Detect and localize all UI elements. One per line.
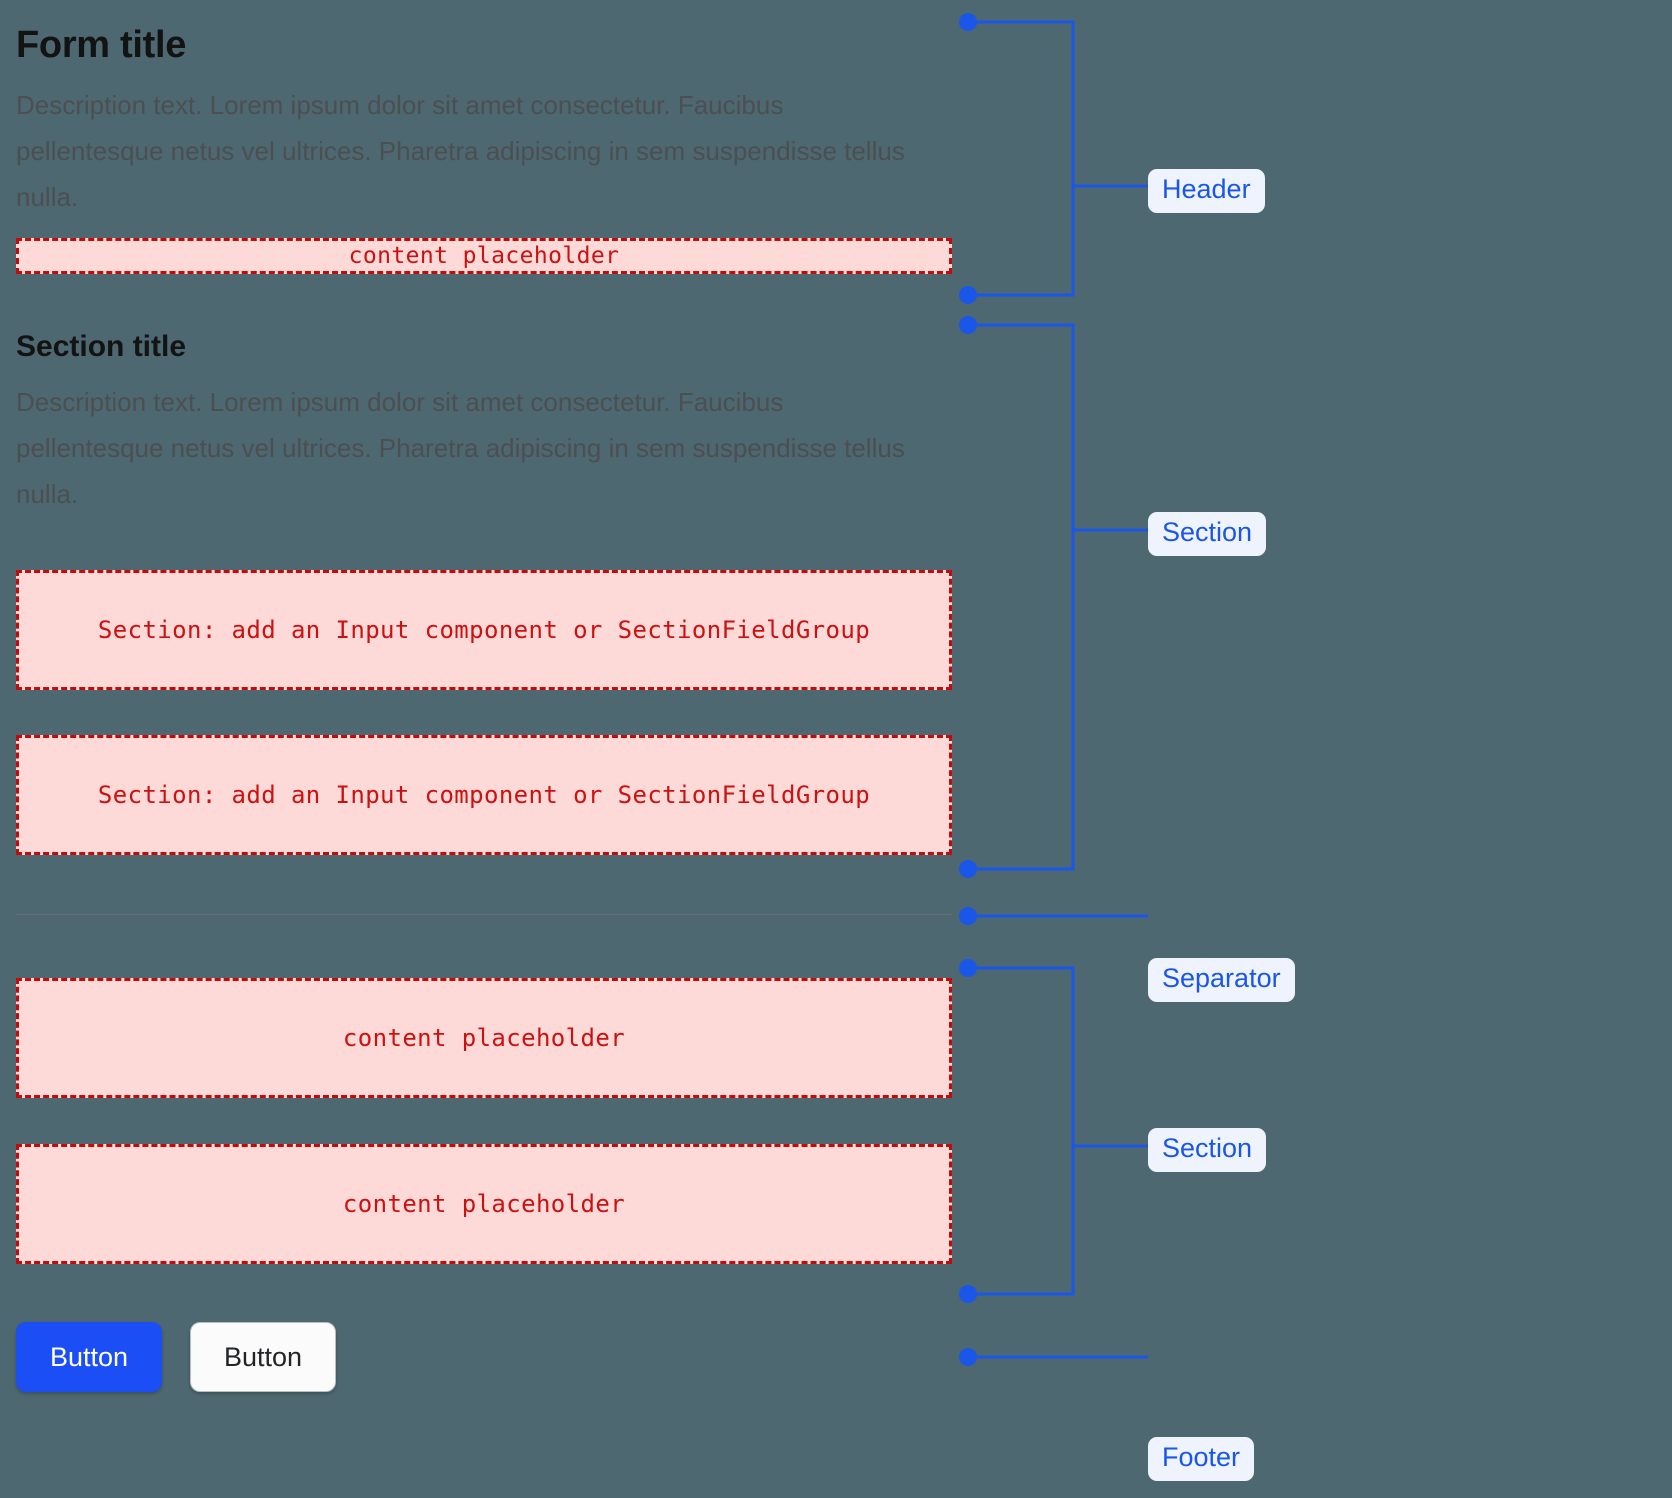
anchor-dot-section2-bottom (959, 1285, 977, 1303)
anchor-dot-header-top (959, 13, 977, 31)
anchor-dot-separator (959, 907, 977, 925)
section2-content-placeholder-1: content placeholder (16, 978, 952, 1098)
annotation-dots (959, 13, 977, 1366)
section-title: Section title (16, 330, 187, 363)
annotation-label-header: Header (1148, 169, 1265, 213)
annotation-label-section-2: Section (1148, 1128, 1267, 1172)
annotation-label-footer: Footer (1148, 1437, 1255, 1481)
anchor-dot-header-bottom (959, 286, 977, 304)
section2-bracket (968, 966, 1075, 1296)
page-title: Form title (16, 24, 187, 66)
section-description: Description text. Lorem ipsum dolor sit … (16, 386, 905, 509)
form-container: Form title Description text. Lorem ipsum… (16, 0, 952, 220)
section-field-placeholder-2: Section: add an Input component or Secti… (16, 735, 952, 855)
section2-content-placeholder-2: content placeholder (16, 1144, 952, 1264)
section-container: Section title Description text. Lorem ip… (16, 330, 952, 517)
anchor-dot-footer (959, 1348, 977, 1366)
annotation-label-separator: Separator (1148, 958, 1295, 1002)
annotation-label-section-1: Section (1148, 512, 1267, 556)
header-bracket (968, 20, 1075, 297)
footer: Button Button (16, 1322, 336, 1392)
secondary-button[interactable]: Button (190, 1322, 336, 1392)
header-content-placeholder: content placeholder (16, 238, 952, 274)
section-field-placeholder-1: Section: add an Input component or Secti… (16, 570, 952, 690)
separator (16, 914, 952, 915)
section1-bracket (968, 323, 1075, 871)
primary-button[interactable]: Button (16, 1322, 162, 1392)
anchor-dot-section1-top (959, 316, 977, 334)
anchor-dot-section1-bottom (959, 860, 977, 878)
anchor-dot-section2-top (959, 959, 977, 977)
form-description: Description text. Lorem ipsum dolor sit … (16, 89, 905, 212)
